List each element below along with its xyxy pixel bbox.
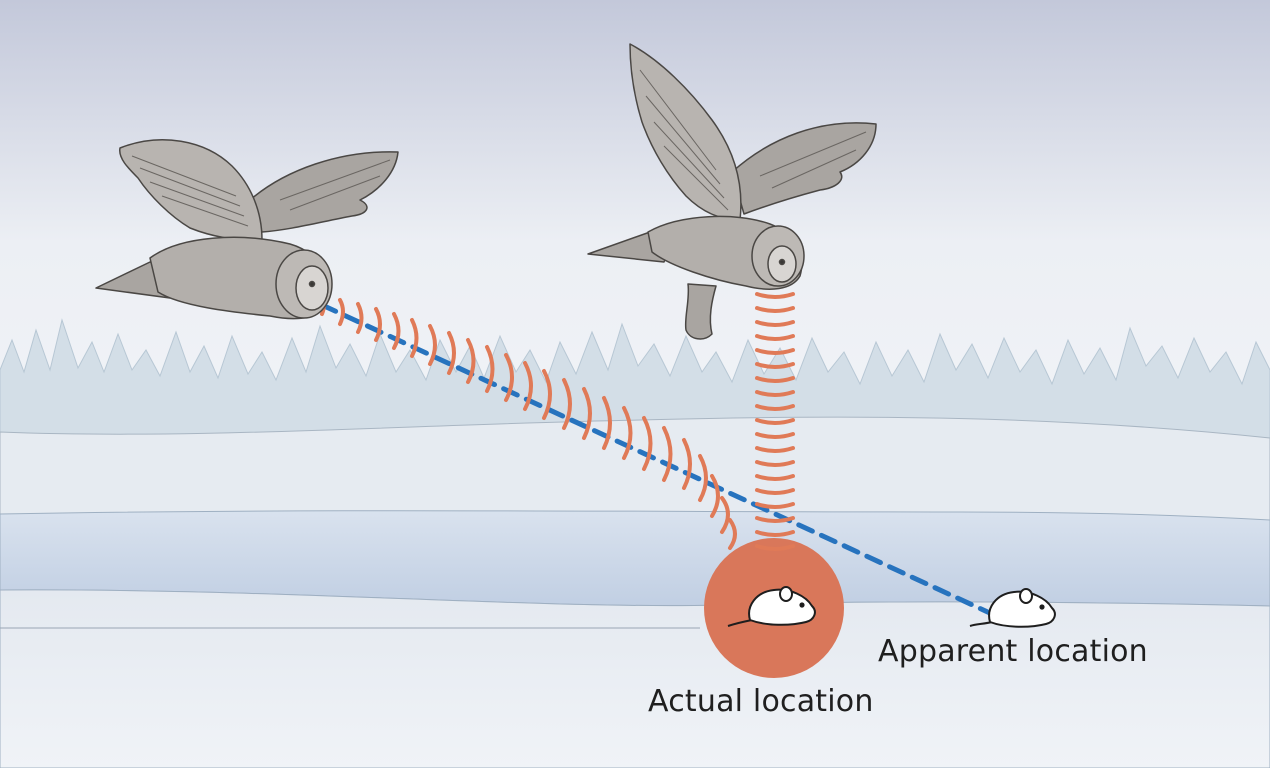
- mouse-icon: [969, 588, 1056, 628]
- mouse-icon: [727, 586, 816, 627]
- actual-location-label: Actual location: [648, 684, 874, 719]
- apparent-location-label: Apparent location: [878, 634, 1148, 669]
- sound-waves-diagonal: [320, 294, 737, 550]
- sound-waves-vertical: [755, 292, 795, 551]
- near-snow-field: [0, 589, 1270, 768]
- owl-icon: [95, 139, 399, 320]
- tree-line: [0, 318, 1270, 441]
- owl-icon: [587, 43, 877, 340]
- far-snow-field: [0, 416, 1270, 521]
